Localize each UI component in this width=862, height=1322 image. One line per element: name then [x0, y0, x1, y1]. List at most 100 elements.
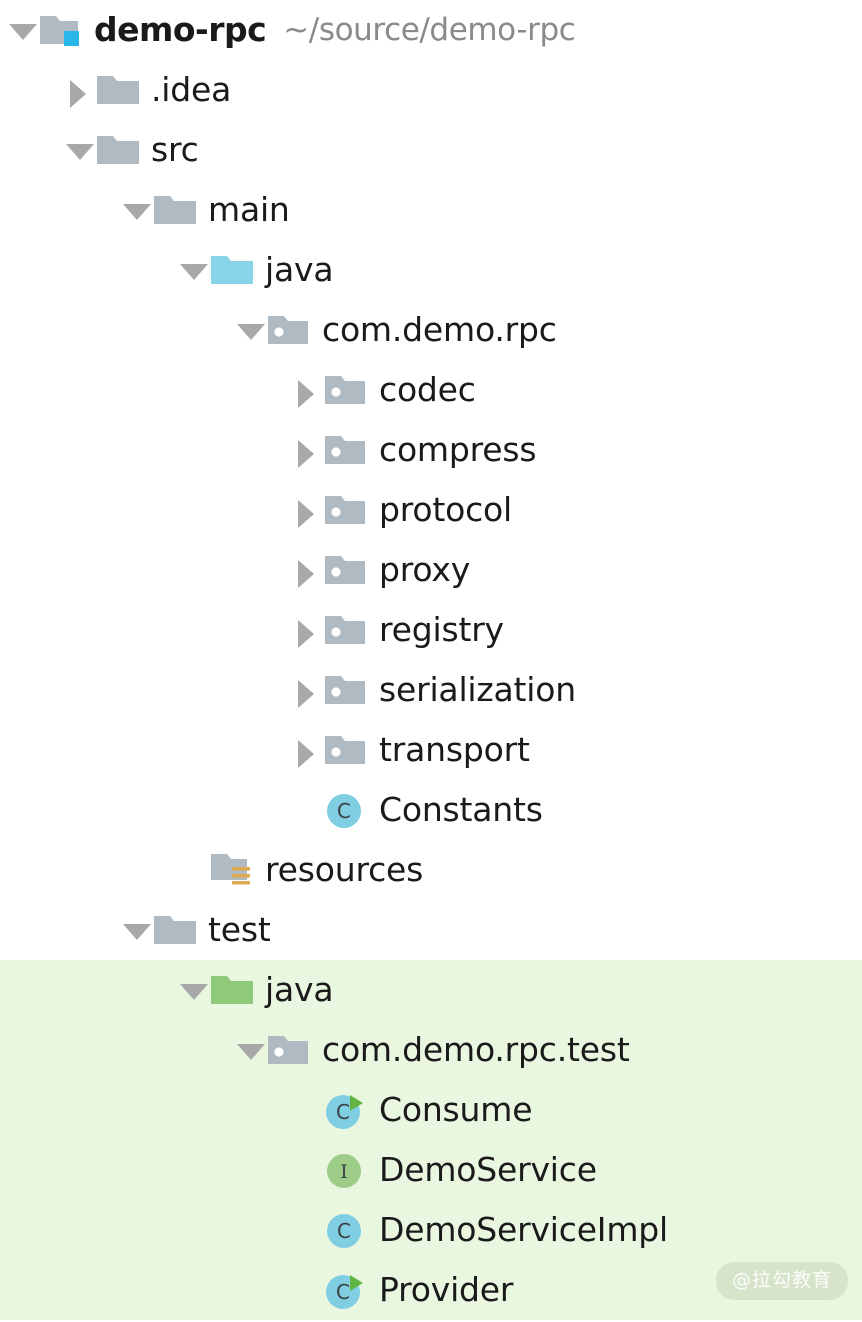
- watermark-badge: @拉勾教育: [715, 1262, 848, 1300]
- indent-spacer: [0, 1170, 291, 1171]
- indent-spacer: [0, 870, 177, 871]
- indent-spacer: [0, 690, 291, 691]
- svg-text:C: C: [336, 1280, 350, 1304]
- folder-resources-icon: [211, 840, 257, 900]
- tree-row-main[interactable]: main: [0, 180, 862, 240]
- tree-row-compress[interactable]: compress: [0, 420, 862, 480]
- twisty-placeholder: [291, 1200, 325, 1260]
- twisty-placeholder: [177, 840, 211, 900]
- chevron-right-icon[interactable]: [63, 60, 97, 120]
- chevron-right-icon[interactable]: [291, 660, 325, 720]
- tree-row-registry[interactable]: registry: [0, 600, 862, 660]
- tree-node-label: Provider: [379, 1270, 514, 1309]
- tree-row-src[interactable]: src: [0, 120, 862, 180]
- tree-row-test[interactable]: test: [0, 900, 862, 960]
- package-icon: [325, 360, 371, 420]
- indent-spacer: [0, 1290, 291, 1291]
- indent-spacer: [0, 810, 291, 811]
- folder-icon: [97, 60, 143, 120]
- folder-test-icon: [211, 960, 257, 1020]
- tree-row-demo-rpc[interactable]: demo-rpc~/source/demo-rpc: [0, 0, 862, 60]
- indent-spacer: [0, 390, 291, 391]
- tree-row-provider[interactable]: C Provider: [0, 1260, 862, 1320]
- java-class-icon: C: [325, 780, 371, 840]
- chevron-right-icon[interactable]: [291, 600, 325, 660]
- svg-text:C: C: [337, 799, 351, 823]
- tree-node-label: transport: [379, 730, 530, 769]
- tree-node-label: protocol: [379, 490, 513, 529]
- tree-row-resources[interactable]: resources: [0, 840, 862, 900]
- tree-node-label: demo-rpc: [94, 10, 267, 49]
- chevron-down-icon[interactable]: [177, 960, 211, 1020]
- package-icon: [325, 600, 371, 660]
- tree-row--idea[interactable]: .idea: [0, 60, 862, 120]
- chevron-down-icon[interactable]: [6, 0, 40, 60]
- indent-spacer: [0, 750, 291, 751]
- folder-icon: [97, 120, 143, 180]
- chevron-down-icon[interactable]: [63, 120, 97, 180]
- chevron-down-icon[interactable]: [234, 300, 268, 360]
- indent-spacer: [0, 150, 63, 151]
- tree-node-label: Consume: [379, 1090, 533, 1129]
- tree-node-label: java: [265, 970, 334, 1009]
- tree-row-codec[interactable]: codec: [0, 360, 862, 420]
- svg-text:I: I: [340, 1161, 348, 1183]
- chevron-right-icon[interactable]: [291, 720, 325, 780]
- java-interface-icon: I: [325, 1140, 371, 1200]
- twisty-placeholder: [291, 1260, 325, 1320]
- indent-spacer: [0, 1110, 291, 1111]
- svg-text:C: C: [337, 1219, 351, 1243]
- indent-spacer: [0, 210, 120, 211]
- chevron-right-icon[interactable]: [291, 360, 325, 420]
- indent-spacer: [0, 990, 177, 991]
- indent-spacer: [0, 1230, 291, 1231]
- tree-row-transport[interactable]: transport: [0, 720, 862, 780]
- indent-spacer: [0, 570, 291, 571]
- tree-node-label: codec: [379, 370, 476, 409]
- tree-row-protocol[interactable]: protocol: [0, 480, 862, 540]
- chevron-right-icon[interactable]: [291, 540, 325, 600]
- tree-row-constants[interactable]: C Constants: [0, 780, 862, 840]
- twisty-placeholder: [291, 1140, 325, 1200]
- indent-spacer: [0, 450, 291, 451]
- tree-node-label: main: [208, 190, 290, 229]
- tree-node-label: src: [151, 130, 199, 169]
- twisty-placeholder: [291, 1080, 325, 1140]
- tree-node-label: compress: [379, 430, 537, 469]
- chevron-down-icon[interactable]: [177, 240, 211, 300]
- tree-node-label: com.demo.rpc.test: [322, 1030, 630, 1069]
- package-icon: [325, 480, 371, 540]
- tree-row-proxy[interactable]: proxy: [0, 540, 862, 600]
- package-icon: [325, 660, 371, 720]
- tree-node-label: DemoService: [379, 1150, 597, 1189]
- tree-node-label: test: [208, 910, 271, 949]
- chevron-down-icon[interactable]: [120, 900, 154, 960]
- tree-row-java[interactable]: java: [0, 960, 862, 1020]
- tree-row-com-demo-rpc-test[interactable]: com.demo.rpc.test: [0, 1020, 862, 1080]
- tree-row-com-demo-rpc[interactable]: com.demo.rpc: [0, 300, 862, 360]
- chevron-right-icon[interactable]: [291, 420, 325, 480]
- indent-spacer: [0, 510, 291, 511]
- tree-node-label: proxy: [379, 550, 471, 589]
- tree-node-label: com.demo.rpc: [322, 310, 557, 349]
- indent-spacer: [0, 270, 177, 271]
- java-class-icon: C: [325, 1200, 371, 1260]
- chevron-down-icon[interactable]: [234, 1020, 268, 1080]
- tree-node-label: Constants: [379, 790, 543, 829]
- indent-spacer: [0, 1050, 234, 1051]
- watermark-text: @拉勾教育: [731, 1269, 832, 1291]
- tree-row-serialization[interactable]: serialization: [0, 660, 862, 720]
- tree-row-java[interactable]: java: [0, 240, 862, 300]
- tree-node-label: resources: [265, 850, 424, 889]
- tree-row-demoservice[interactable]: I DemoService: [0, 1140, 862, 1200]
- chevron-right-icon[interactable]: [291, 480, 325, 540]
- twisty-placeholder: [291, 780, 325, 840]
- tree-node-label: .idea: [151, 70, 232, 109]
- package-icon: [325, 720, 371, 780]
- folder-icon: [154, 900, 200, 960]
- chevron-down-icon[interactable]: [120, 180, 154, 240]
- package-icon: [325, 540, 371, 600]
